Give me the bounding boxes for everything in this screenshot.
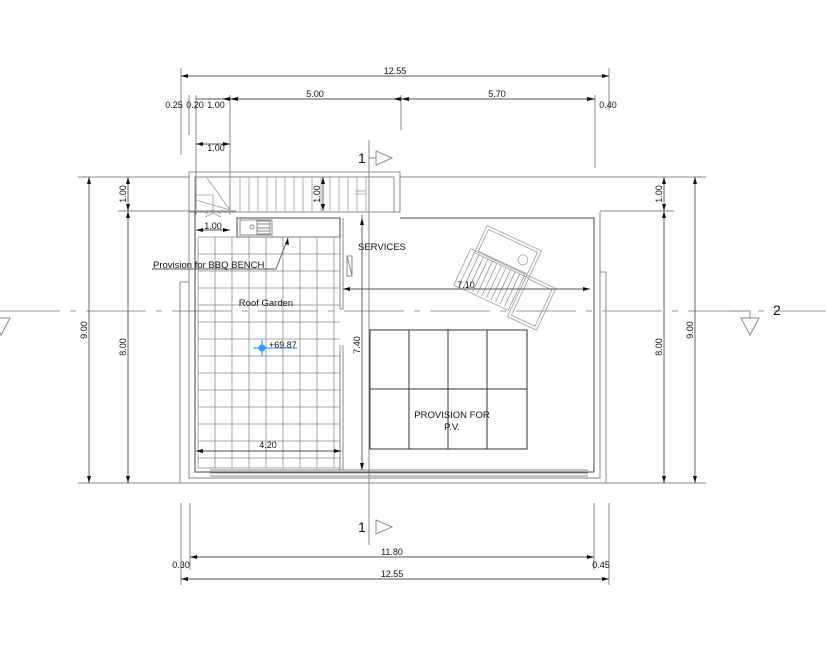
bbq-label: Provision for BBQ BENCH [153, 260, 265, 271]
dim-pv-height: 7.40 [352, 336, 362, 354]
section-triangle-icon [0, 317, 11, 337]
dim-right-upper: 1.00 [654, 185, 664, 203]
dim-bottom-inner: 11.80 [381, 547, 403, 557]
dim-garden-width: 4.20 [259, 440, 277, 450]
section-marker-bottom[interactable] [375, 519, 394, 535]
pv-panel-array [369, 329, 528, 450]
dim-services-width: 7.10 [457, 280, 475, 290]
dim-stair-width: 1.00 [207, 143, 225, 153]
dim-bbq-width: 1.00 [204, 221, 222, 231]
dim-top-left-b: 0.20 [186, 100, 204, 110]
extension-lines [78, 68, 706, 585]
roof-garden-label: Roof Garden [239, 298, 293, 309]
section-triangle-icon [375, 150, 394, 166]
pv-label-line1: PROVISION FOR [414, 410, 490, 421]
section-triangle-icon [375, 519, 394, 535]
dim-bottom-left-edge: 0.30 [172, 560, 190, 570]
bbq-bench [236, 217, 341, 238]
room-labels: Provision for BBQ BENCH Roof Garden SERV… [153, 242, 490, 433]
dim-bottom-overall: 12.55 [381, 569, 404, 579]
section-labels: 1 1 2 [358, 150, 781, 535]
dim-left-lower: 8.00 [118, 338, 128, 356]
pv-label-line2: P.V. [444, 422, 460, 433]
building-outline [179, 171, 607, 483]
stair-enclosure [188, 171, 401, 213]
services-label: SERVICES [358, 242, 406, 253]
dim-top-overall: 12.55 [384, 66, 407, 76]
up-arrow-icon [204, 212, 222, 218]
dim-left-overall: 9.00 [79, 321, 89, 339]
staircase [195, 177, 367, 218]
dim-top-right-edge: 0.40 [599, 100, 617, 110]
services-equipment [453, 224, 557, 331]
section-marker-right[interactable] [731, 310, 760, 337]
dim-left-upper: 1.00 [118, 185, 128, 203]
dimension-lines [87, 74, 697, 581]
services-vent [346, 255, 353, 277]
dim-top-left-c: 1.00 [207, 100, 225, 110]
dimension-texts: 12.55 0.25 0.20 1.00 5.00 5.70 0.40 1.00… [79, 66, 695, 579]
section-label-right: 2 [773, 302, 781, 318]
stair-treads [239, 177, 367, 211]
roof-garden-tiles [197, 236, 340, 469]
section-label-bottom: 1 [358, 519, 366, 535]
section-label-top: 1 [358, 150, 366, 166]
dim-top-left-a: 0.25 [165, 100, 183, 110]
dim-bottom-right-edge: 0.45 [592, 560, 610, 570]
dim-stair-depth: 1.00 [312, 185, 322, 203]
level-marker[interactable] [253, 340, 298, 356]
dim-top-mid: 5.00 [306, 89, 324, 99]
section-marker-top[interactable] [368, 150, 394, 175]
dim-right-overall: 9.00 [685, 321, 695, 339]
dim-right-lower: 8.00 [654, 338, 664, 356]
section-marker-left[interactable] [0, 317, 11, 337]
section-triangle-icon [740, 317, 760, 337]
level-label: +69.87 [269, 340, 297, 350]
dim-top-right: 5.70 [488, 89, 506, 99]
